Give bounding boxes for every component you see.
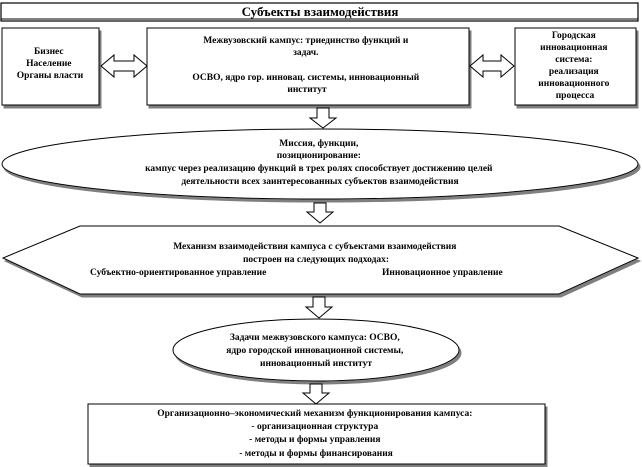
innovation-line: система: <box>555 55 592 65</box>
svg-text:Миссия, функции, позицио: Миссия, функции, позиционирование: кампу… <box>145 138 495 187</box>
down-arrow <box>304 296 334 319</box>
svg-text:Бизнес Население О: Бизнес Население Органы власти <box>17 47 84 81</box>
mission-line: кампус через реализацию функций в трех р… <box>145 163 493 174</box>
svg-text:Задачи межвузовского кампуса:: Задачи межвузовского кампуса: ОСВО, ядро… <box>226 333 405 369</box>
campus-line: институт <box>287 85 327 95</box>
mission-line: позиционирование: <box>277 151 361 161</box>
innovation-line: Городская <box>552 31 596 41</box>
innovation-line: процесса <box>556 91 595 101</box>
tasks-line: инновационный институт <box>260 358 372 369</box>
subjects-line: Население <box>26 59 71 69</box>
mission-line: деятельности всех заинтересованных субъе… <box>181 176 458 187</box>
subjects-line: Органы власти <box>17 71 84 81</box>
mission-ellipse: Миссия, функции, позиционирование: кампу… <box>1 128 639 200</box>
subjects-line: Бизнес <box>34 47 64 57</box>
mechanism-line: Механизм взаимодействия кампуса с субъек… <box>173 241 456 252</box>
tasks-line: ядро городской инновационной системы, <box>226 345 404 356</box>
innovation-system-box: Городская инновационная система: реализа… <box>514 27 637 106</box>
economic-line: - методы и формы финансирования <box>239 448 393 459</box>
innovation-line: инновационного <box>538 79 609 89</box>
mechanism-hexagon: Механизм взаимодействия кампуса с субъек… <box>1 225 640 295</box>
innovative-approach: Инновационное управление <box>382 268 503 278</box>
campus-line: задач. <box>293 48 318 58</box>
title-bar: Субъекты взаимодействия <box>0 2 639 22</box>
subjects-box: Бизнес Население Органы власти <box>1 27 100 106</box>
svg-text:Механизм взаимодействия кампус: Механизм взаимодействия кампуса с субъек… <box>173 241 459 265</box>
subject-oriented-approach: Субъектно-ориентированное управление <box>90 267 266 278</box>
economic-mechanism-box: Организационно–экономический механизм фу… <box>87 403 546 465</box>
campus-line: Межвузовский кампус: триединство функций… <box>203 35 409 46</box>
campus-line: ОСВО, ядро гор. инновац. системы, иннова… <box>192 72 419 83</box>
diagram-title: Субъекты взаимодействия <box>242 4 399 19</box>
down-arrow <box>301 383 331 405</box>
svg-text:Организационно–экономический м: Организационно–экономический механизм фу… <box>157 408 475 459</box>
tasks-ellipse: Задачи межвузовского кампуса: ОСВО, ядро… <box>172 318 460 382</box>
campus-box: Межвузовский кампус: триединство функций… <box>146 27 470 106</box>
double-arrow-right <box>469 53 515 79</box>
down-arrow <box>308 107 338 129</box>
mission-line: Миссия, функции, <box>279 138 359 149</box>
economic-line: - организационная структура <box>251 422 378 432</box>
svg-text:Городская инновационная: Городская инновационная система: реализа… <box>538 31 611 101</box>
innovation-line: реализация <box>549 67 599 77</box>
economic-line: Организационно–экономический механизм фу… <box>157 408 472 419</box>
mechanism-line: построен на следующих подходах: <box>243 255 389 265</box>
tasks-line: Задачи межвузовского кампуса: ОСВО, <box>230 333 401 343</box>
down-arrow <box>305 202 335 224</box>
economic-line: - методы и формы управления <box>249 434 380 445</box>
double-arrow-left <box>100 53 148 79</box>
innovation-line: инновационная <box>540 43 607 53</box>
svg-text:Межвузовский кампус: триединст: Межвузовский кампус: триединство функций… <box>192 35 421 95</box>
